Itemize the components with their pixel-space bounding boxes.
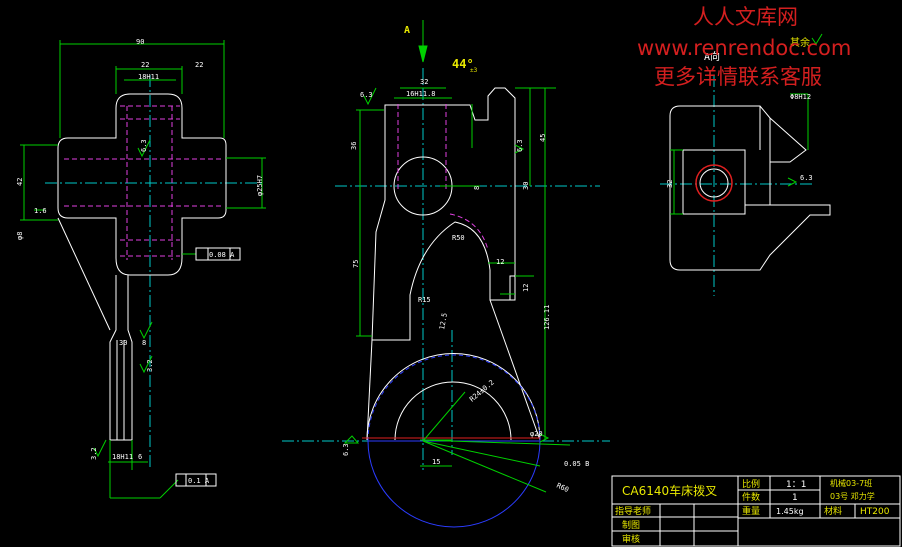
rough-right-b: 6.3 <box>800 174 813 182</box>
dim-32: 32 <box>420 78 428 86</box>
angle-label: 44° <box>452 57 474 71</box>
tol-frame-1: 0.08 A <box>209 251 235 259</box>
scale-value: 1：1 <box>786 480 806 490</box>
dim-75: 75 <box>352 260 360 268</box>
dim-12-5: 12.5 <box>438 312 449 330</box>
dim-8: 8 <box>473 186 481 190</box>
weight-value: 1.45kg <box>776 507 804 516</box>
advisor-label: 指导老师 <box>615 505 651 517</box>
tol-round: 0.05 B <box>564 460 589 468</box>
rough-c: 3.2 <box>146 359 154 372</box>
view-arrow-label: A <box>404 25 410 36</box>
watermark-line-3: 更多详情联系客服 <box>654 65 822 89</box>
dim-45: 45 <box>539 134 547 142</box>
watermark: 人人文库网 www.renrendoc.com 更多详情联系客服 <box>637 5 851 89</box>
middle-view <box>282 20 610 528</box>
dim-top-a: 22 <box>141 61 149 69</box>
dim-12a: 12 <box>496 258 504 266</box>
angle-tolerance: ±3 <box>470 67 478 74</box>
view-direction-label: A向 <box>704 50 720 63</box>
dim-height: 42 <box>16 178 24 186</box>
middle-view-labels: A 44° ±3 32 16H11.8 6.3 36 45 30 6.3 8 7… <box>342 25 589 494</box>
right-view <box>660 33 831 296</box>
dim-right-32: 32 <box>666 180 674 188</box>
dim-phi-b: φ20 <box>530 430 543 438</box>
rough-mid-a: 6.3 <box>360 91 373 99</box>
class-info-1: 机械03-7班 <box>830 478 872 488</box>
rest-finish-label: 其余 <box>790 36 810 49</box>
watermark-line-1: 人人文库网 <box>693 5 798 29</box>
dim-126: 126.11 <box>543 305 551 330</box>
dim-12b: 12 <box>522 284 530 292</box>
rough-mid-c: 6.3 <box>342 443 350 456</box>
quantity-label: 件数 <box>742 491 760 503</box>
right-view-labels: A向 其余 Φ8H12 32 6.3 <box>666 36 813 188</box>
dim-slot-w: 18H11 <box>112 453 133 461</box>
reviewer-label: 审核 <box>622 533 640 545</box>
dim-36: 36 <box>350 142 358 150</box>
watermark-line-2: www.renrendoc.com <box>637 36 851 60</box>
title-block <box>611 475 901 547</box>
dim-top-b: 22 <box>195 61 203 69</box>
dim-overall-width: 90 <box>136 38 144 46</box>
dim-15: 15 <box>432 458 440 466</box>
dim-slot-tol: 16H11.8 <box>406 90 436 98</box>
dim-r15: R15 <box>418 296 431 304</box>
rough-a: 1.6 <box>34 207 47 215</box>
drafter-label: 制图 <box>622 519 640 531</box>
dim-d8h12: Φ8H12 <box>790 93 811 101</box>
rough-b: 6.3 <box>140 139 148 152</box>
class-info-2: 03号 邓力学 <box>830 491 875 501</box>
rough-d: 3.2 <box>90 447 98 460</box>
dim-30: 30 <box>522 182 530 190</box>
quantity-value: 1 <box>792 493 798 503</box>
weight-label: 重量 <box>742 505 760 517</box>
dim-bore-fit: 18H11 <box>138 73 159 81</box>
rough-mid-b: 6.3 <box>516 139 524 152</box>
material-label: 材料 <box>824 505 842 517</box>
tol-frame-2: 0.1 A <box>188 477 210 485</box>
left-view-labels: 90 22 22 18H11 42 φ25H7 1.6 φ8 6.3 0.08 … <box>16 38 264 485</box>
drawing-title: CA6140车床拨叉 <box>622 483 717 498</box>
dim-small-dia: φ8 <box>16 232 24 240</box>
dim-bore: φ25H7 <box>256 175 264 196</box>
title-block-text: CA6140车床拨叉 比例 1：1 件数 1 重量 1.45kg 材料 HT20… <box>615 478 890 545</box>
scale-label: 比例 <box>742 478 760 490</box>
dim-30: 30 <box>119 339 127 347</box>
material-value: HT200 <box>860 507 890 517</box>
dim-r24-tol: R24±0.2 <box>468 378 496 403</box>
dim-r60: R60 <box>555 482 570 495</box>
dim-r50: R50 <box>452 234 465 242</box>
dim-8: 8 <box>142 339 146 347</box>
dim-slot-d: 6 <box>138 453 142 461</box>
left-view <box>20 40 266 499</box>
